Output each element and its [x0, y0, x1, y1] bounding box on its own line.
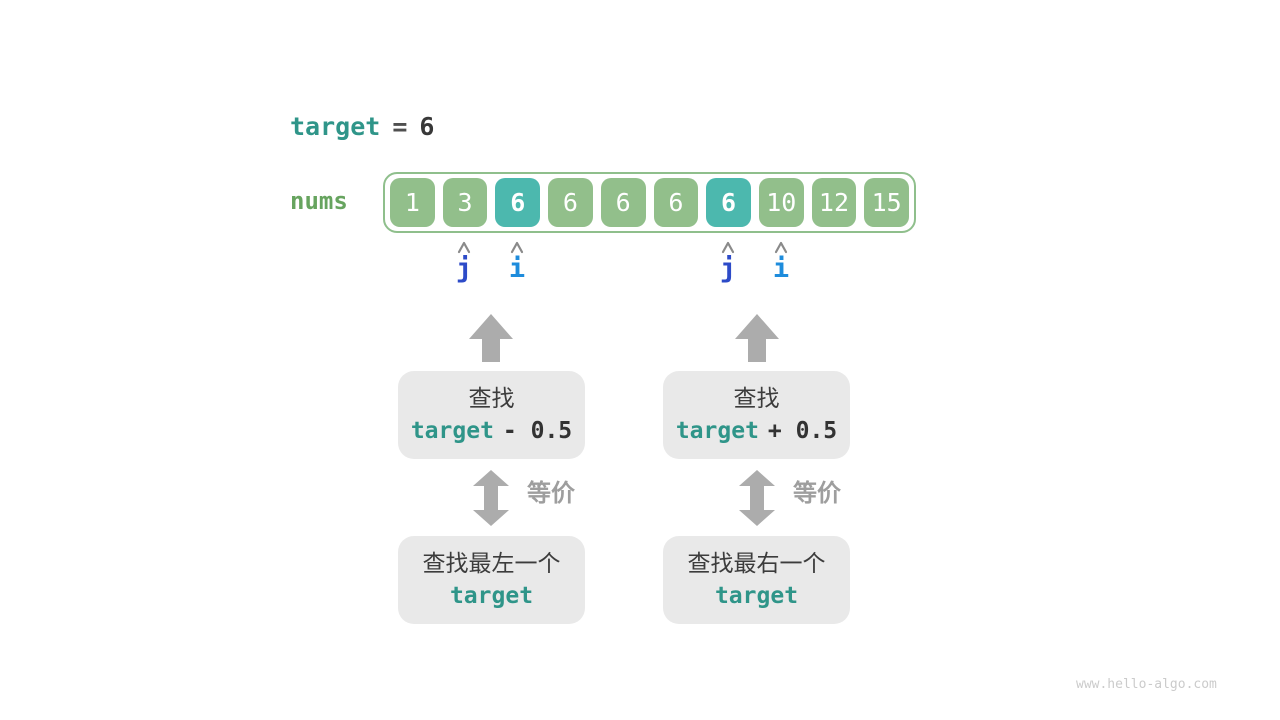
- array-cell: 12: [811, 178, 857, 227]
- array-cell: 15: [864, 178, 910, 227]
- result-label: 查找最右一个: [687, 549, 826, 576]
- equivalence-label-left: 等价: [527, 480, 575, 507]
- result-label: 查找最左一个: [422, 549, 561, 576]
- pointer-i-left: i: [499, 241, 535, 282]
- pointer-label-i: i: [508, 253, 526, 284]
- pointer-label-j: j: [455, 253, 473, 284]
- result-code: target: [449, 583, 534, 609]
- array-cell: 6: [653, 178, 699, 227]
- search-expression: target+ 0.5: [675, 418, 838, 444]
- nums-label: nums: [290, 187, 348, 215]
- up-arrow-icon: [735, 314, 779, 362]
- caret-up-icon: [721, 241, 735, 254]
- search-box-right: 查找 target+ 0.5: [663, 371, 850, 459]
- array-cell: 10: [758, 178, 804, 227]
- result-code: target: [714, 583, 799, 609]
- watermark: www.hello-algo.com: [1076, 677, 1217, 692]
- pointer-i-right: i: [763, 241, 799, 282]
- caret-up-icon: [774, 241, 788, 254]
- array-cell: 6: [600, 178, 646, 227]
- search-box-left: 查找 target- 0.5: [398, 371, 585, 459]
- search-label: 查找: [468, 384, 515, 411]
- result-box-right: 查找最右一个 target: [663, 536, 850, 624]
- array-cell: 6: [706, 178, 751, 227]
- double-arrow-icon: [473, 470, 509, 526]
- array-cell: 6: [495, 178, 541, 227]
- pointer-label-j: j: [719, 253, 737, 284]
- result-box-left: 查找最左一个 target: [398, 536, 585, 624]
- target-keyword: target: [290, 112, 381, 141]
- array-cell: 1: [390, 178, 435, 227]
- pointer-label-i: i: [772, 253, 790, 284]
- search-label: 查找: [733, 384, 780, 411]
- search-expression: target- 0.5: [410, 418, 573, 444]
- pointer-j-left: j: [446, 241, 482, 282]
- double-arrow-icon: [739, 470, 775, 526]
- equivalence-label-right: 等价: [793, 480, 841, 507]
- equals-sign: =: [392, 112, 408, 141]
- array-cell: 6: [548, 178, 593, 227]
- array-cell: 3: [442, 178, 488, 227]
- target-declaration: target = 6: [290, 112, 434, 142]
- pointer-j-right: j: [710, 241, 746, 282]
- up-arrow-icon: [469, 314, 513, 362]
- caret-up-icon: [457, 241, 471, 254]
- caret-up-icon: [510, 241, 524, 254]
- target-value: 6: [419, 112, 435, 141]
